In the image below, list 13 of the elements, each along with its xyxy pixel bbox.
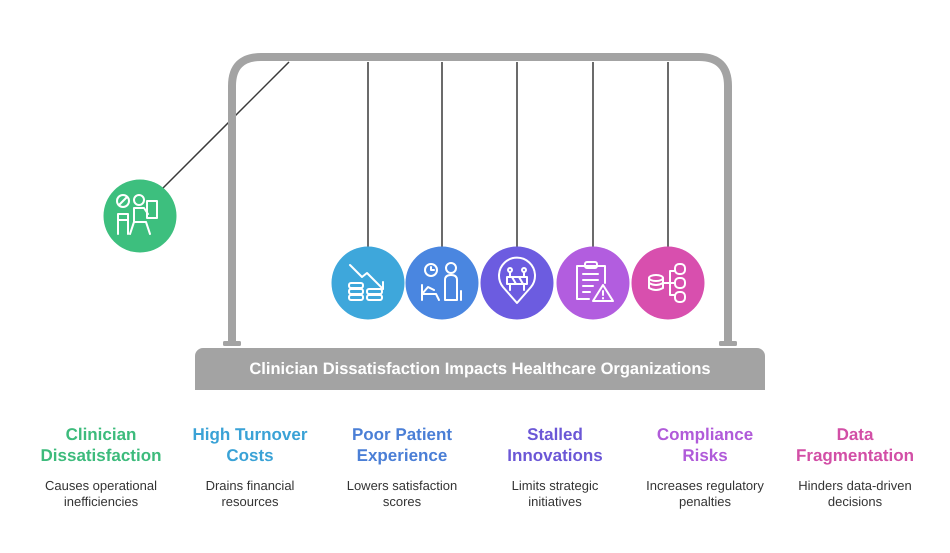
impact-heading: High Turnover Costs	[192, 424, 308, 466]
impact-description: Lowers satisfaction scores	[346, 478, 458, 510]
impact-description: Limits strategic initiatives	[510, 478, 600, 510]
impact-description: Hinders data-driven decisions	[797, 478, 913, 510]
title: Clinician Dissatisfaction Impacts Healthcare Organizations	[249, 359, 711, 379]
impact-description: Drains financial resources	[204, 478, 296, 510]
impact-description: Increases regulatory penalties	[645, 478, 765, 510]
impact-heading: Stalled Innovations	[506, 424, 604, 466]
impact-heading: Clinician Dissatisfaction	[40, 424, 162, 466]
impact-heading: Data Fragmentation	[794, 424, 916, 466]
impact-heading: Compliance Risks	[656, 424, 754, 466]
impact-heading: Poor Patient Experience	[350, 424, 454, 466]
impact-description: Causes operational inefficiencies	[44, 478, 158, 510]
